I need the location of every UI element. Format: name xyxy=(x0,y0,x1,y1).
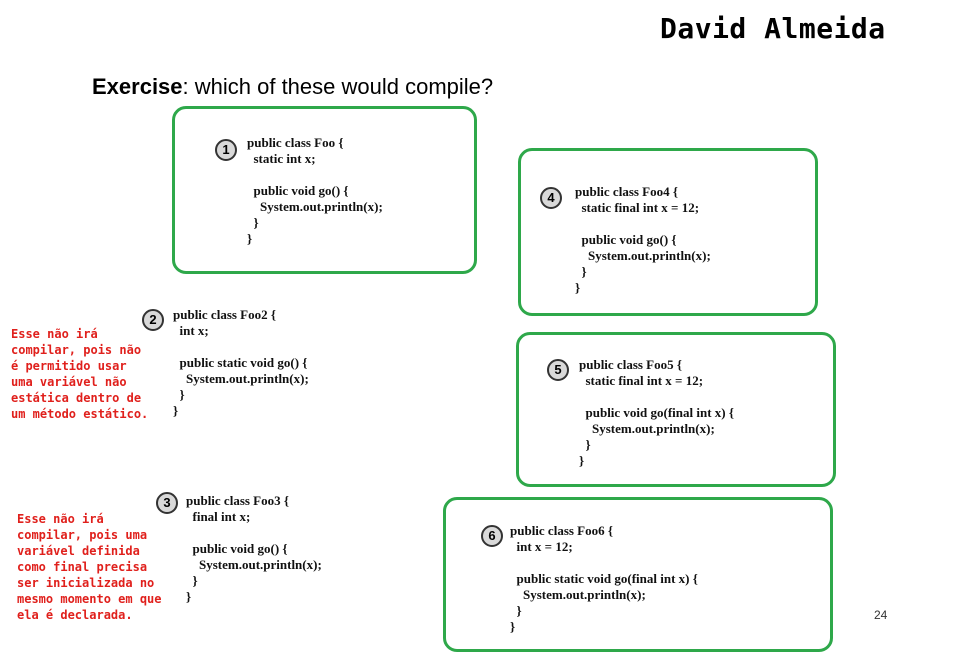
code-snippet-foo6: public class Foo6 { int x = 12; public s… xyxy=(510,523,698,634)
note-foo3: Esse não irá compilar, pois uma variável… xyxy=(17,512,162,622)
code-snippet-foo2: public class Foo2 { int x; public static… xyxy=(173,307,309,418)
heading-text: : which of these would compile? xyxy=(182,74,494,99)
highlight-box-5 xyxy=(516,332,836,487)
author-name: David Almeida xyxy=(660,12,886,45)
code-snippet-foo4: public class Foo4 { static final int x =… xyxy=(575,184,711,295)
code-snippet-foo5: public class Foo5 { static final int x =… xyxy=(579,357,735,468)
code-snippet-foo: public class Foo { static int x; public … xyxy=(247,135,383,246)
snippet-number-badge: 3 xyxy=(156,492,178,514)
snippet-number-badge: 6 xyxy=(481,525,503,547)
code-snippet-foo3: public class Foo3 { final int x; public … xyxy=(186,493,322,604)
exercise-heading: Exercise: which of these would compile? xyxy=(92,74,493,100)
heading-bold: Exercise xyxy=(92,74,183,99)
page-number: 24 xyxy=(874,608,888,622)
highlight-box-4 xyxy=(518,148,818,316)
snippet-number-badge: 2 xyxy=(142,309,164,331)
highlight-box-6 xyxy=(443,497,833,652)
snippet-number-badge: 1 xyxy=(215,139,237,161)
highlight-box-1 xyxy=(172,106,477,274)
snippet-number-badge: 5 xyxy=(547,359,569,381)
snippet-number-badge: 4 xyxy=(540,187,562,209)
note-foo2: Esse não irá compilar, pois não é permit… xyxy=(11,327,149,421)
